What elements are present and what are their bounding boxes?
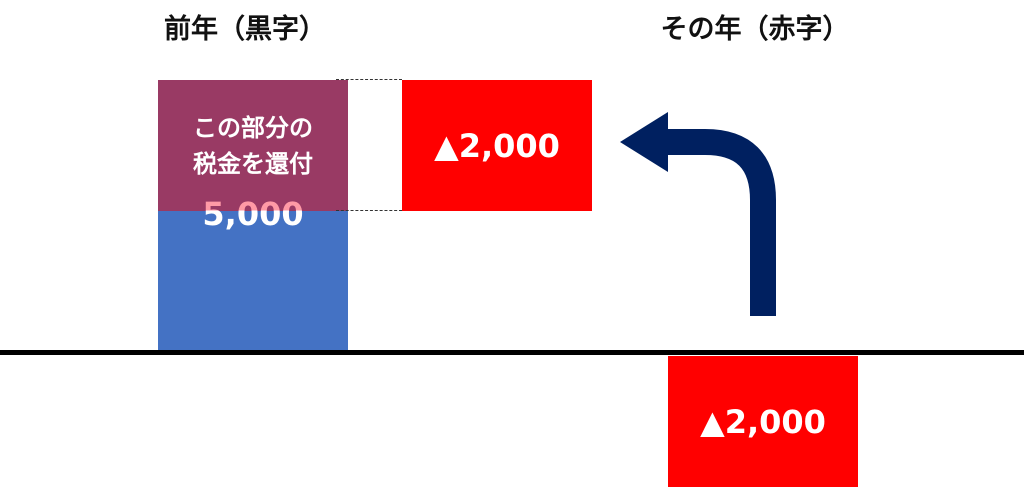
previous-year-value: 5,000 bbox=[158, 192, 348, 236]
carryback-loss-box: ▲2,000 bbox=[402, 80, 592, 211]
previous-year-base-segment bbox=[158, 211, 348, 351]
refund-label-line-2: 税金を還付 bbox=[193, 150, 313, 178]
current-year-heading: その年（赤字） bbox=[660, 14, 850, 45]
dashed-guide-bottom bbox=[336, 210, 402, 211]
current-year-loss-box: ▲2,000 bbox=[668, 356, 858, 487]
dashed-guide-top bbox=[336, 79, 402, 80]
refund-label: この部分の 税金を還付 bbox=[158, 110, 348, 182]
curved-arrow-left-icon bbox=[620, 112, 776, 316]
refund-label-line-1: この部分の bbox=[193, 114, 313, 142]
previous-year-refund-segment bbox=[158, 80, 348, 211]
zero-baseline bbox=[0, 350, 1024, 355]
previous-year-heading: 前年（黒字） bbox=[164, 14, 326, 45]
